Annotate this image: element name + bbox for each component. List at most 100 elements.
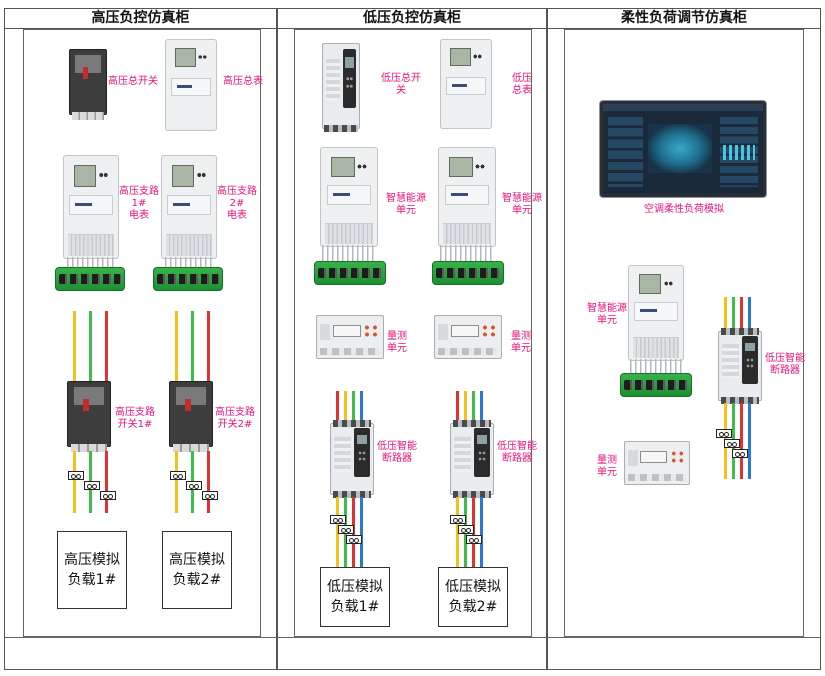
current-transformer-icon xyxy=(68,471,84,480)
wire-green xyxy=(464,497,467,571)
lv-load-1-text: 低压模拟 负载1# xyxy=(327,579,383,615)
label-lv-breaker-1: 低压智能 断路器 xyxy=(377,441,417,464)
terminal-block-2 xyxy=(153,267,223,291)
label-measure: 量测 单元 xyxy=(597,455,617,478)
meter-wires-1 xyxy=(67,257,115,269)
wire-yellow xyxy=(336,497,339,571)
terminal-block-1 xyxy=(55,267,125,291)
current-transformer-icon xyxy=(186,481,202,490)
wire-green xyxy=(89,311,92,385)
wire-yellow xyxy=(175,451,178,513)
current-transformer-icon xyxy=(338,525,354,534)
current-transformer-icon xyxy=(100,491,116,500)
meter-wires-1 xyxy=(322,245,376,263)
wire-red xyxy=(207,451,210,513)
energy-unit-1-device xyxy=(320,147,378,247)
hv-load-2: 高压模拟 负载2# xyxy=(162,531,232,609)
branch-meter-2-device xyxy=(161,155,217,259)
wire-green xyxy=(472,391,475,427)
wire-green xyxy=(191,311,194,385)
wire-red xyxy=(472,497,475,571)
label-main-switch: 高压总开关 xyxy=(108,76,158,87)
lv-load-2-text: 低压模拟 负载2# xyxy=(445,579,501,615)
current-transformer-icon xyxy=(202,491,218,500)
wire-red xyxy=(207,311,210,385)
hv-load-1-text: 高压模拟 负载1# xyxy=(64,552,120,588)
measure-unit-device xyxy=(624,441,690,485)
wire-red xyxy=(105,311,108,385)
current-transformer-icon xyxy=(466,535,482,544)
meter-wires-2 xyxy=(165,257,213,269)
label-energy-unit-2: 智慧能源 单元 xyxy=(502,193,542,216)
measure-unit-2-device xyxy=(434,315,502,359)
cabinet-inner-panel xyxy=(294,29,532,637)
wire-blue xyxy=(360,497,363,571)
lv-breaker-2-device xyxy=(450,420,494,498)
label-measure-2: 量测 单元 xyxy=(511,331,531,354)
cabinet-title: 低压负控仿真柜 xyxy=(278,9,546,29)
label-measure-1: 量测 单元 xyxy=(387,331,407,354)
current-transformer-icon xyxy=(458,525,474,534)
cabinet-bottom-rail xyxy=(278,637,546,638)
label-lv-breaker-2: 低压智能 断路器 xyxy=(497,441,537,464)
lv-main-meter-device xyxy=(440,39,492,129)
current-transformer-icon xyxy=(346,535,362,544)
wire-blue xyxy=(480,391,483,427)
label-branch-switch-2: 高压支路 开关2# xyxy=(215,407,255,430)
current-transformer-icon xyxy=(330,515,346,524)
wire-blue xyxy=(748,297,751,335)
cabinet-low-voltage: 低压负控仿真柜 低压总开 关 低压 总表 智慧能源 单元 智慧能源 单元 量测 … xyxy=(277,8,547,670)
wire-red xyxy=(740,297,743,335)
branch-switch-1-device xyxy=(67,381,111,452)
cabinet-bottom-rail xyxy=(548,637,820,638)
label-energy-unit-1: 智慧能源 单元 xyxy=(386,193,426,216)
energy-unit-2-device xyxy=(438,147,496,247)
cabinet-inner-panel xyxy=(23,29,261,637)
wire-yellow xyxy=(175,311,178,385)
energy-unit-device xyxy=(628,265,684,361)
wire-red xyxy=(740,403,743,479)
wire-yellow xyxy=(344,391,347,427)
label-branch-meter-1: 高压支路 1# 电表 xyxy=(119,186,159,221)
cabinet-bottom-rail xyxy=(5,637,276,638)
label-screen: 空调柔性负荷模拟 xyxy=(644,204,724,215)
label-branch-meter-2: 高压支路 2# 电表 xyxy=(217,186,257,221)
wire-red xyxy=(105,451,108,513)
hv-load-2-text: 高压模拟 负载2# xyxy=(169,552,225,588)
label-energy-unit: 智慧能源 单元 xyxy=(587,303,627,326)
label-flex-breaker: 低压智能 断路器 xyxy=(765,353,805,376)
terminal-block-2 xyxy=(432,261,504,285)
wire-green xyxy=(352,391,355,427)
lv-load-2: 低压模拟 负载2# xyxy=(438,567,508,627)
main-meter-device xyxy=(165,39,217,131)
terminal-block-1 xyxy=(314,261,386,285)
cabinet-high-voltage: 高压负控仿真柜 高压总开关 高压总表 高压支路 1# 电表 高压支路 2# 电表… xyxy=(4,8,277,670)
wire-red xyxy=(352,497,355,571)
lv-load-1: 低压模拟 负载1# xyxy=(320,567,390,627)
hv-load-1: 高压模拟 负载1# xyxy=(57,531,127,609)
current-transformer-icon xyxy=(450,515,466,524)
meter-wires xyxy=(630,359,682,375)
wire-blue xyxy=(480,497,483,571)
cabinet-title: 柔性负荷调节仿真柜 xyxy=(548,9,820,29)
label-main-meter: 高压总表 xyxy=(223,76,263,87)
wire-green xyxy=(344,497,347,571)
label-branch-switch-1: 高压支路 开关1# xyxy=(115,407,155,430)
current-transformer-icon xyxy=(716,429,732,438)
branch-meter-1-device xyxy=(63,155,119,259)
measure-unit-1-device xyxy=(316,315,384,359)
label-lv-main-meter: 低压 总表 xyxy=(512,73,532,96)
branch-switch-2-device xyxy=(169,381,213,452)
cabinet-flexible-load: 柔性负荷调节仿真柜 空调柔性负荷模拟 智慧能源 单元 低压智能 断路器 量测 单… xyxy=(547,8,821,670)
lv-main-switch-device xyxy=(322,43,360,132)
wire-red xyxy=(456,391,459,427)
wire-yellow xyxy=(73,451,76,513)
main-switch-device xyxy=(69,49,107,120)
cabinet-title: 高压负控仿真柜 xyxy=(5,9,276,29)
current-transformer-icon xyxy=(84,481,100,490)
lv-breaker-1-device xyxy=(330,420,374,498)
wire-yellow xyxy=(73,311,76,385)
wire-yellow xyxy=(456,497,459,571)
meter-wires-2 xyxy=(440,245,494,263)
wire-blue xyxy=(360,391,363,427)
